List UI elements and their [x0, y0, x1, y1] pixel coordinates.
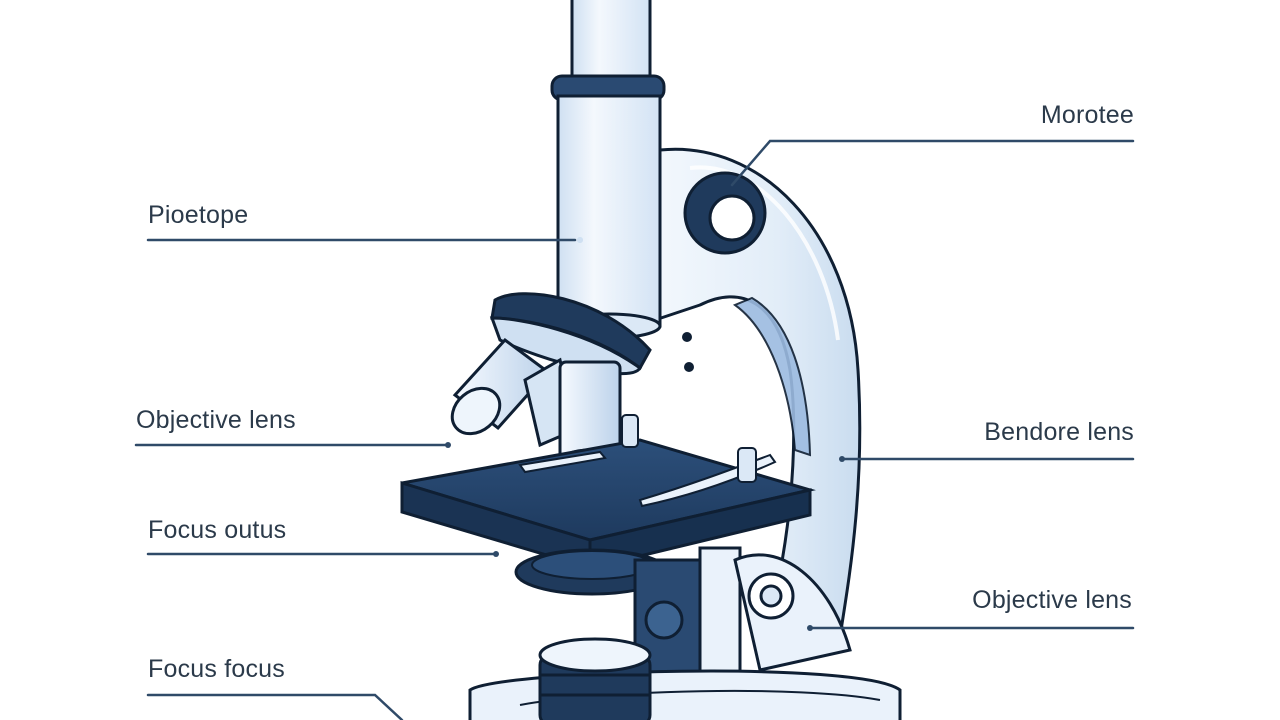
label-focus-focus: Focus focus [148, 655, 285, 683]
label-objective-lens-left: Objective lens [136, 406, 296, 434]
leader-line-morotee [730, 139, 1135, 187]
microscope-arm [653, 147, 862, 652]
coarse-focus-knob [683, 171, 767, 255]
label-focus-outus: Focus outus [148, 516, 287, 544]
illuminator [538, 637, 652, 720]
leader-lines [134, 139, 1135, 720]
leader-dot-objective-lens-right [807, 625, 813, 631]
label-objective-lens-right: Objective lens [972, 586, 1132, 614]
microscope-base [468, 669, 902, 720]
label-bendore-lens: Bendore lens [984, 418, 1134, 446]
leader-dot-focus-outus [493, 551, 499, 557]
microscope-stage [400, 414, 816, 571]
condenser [514, 548, 670, 596]
nosepiece [489, 292, 652, 376]
leader-line-focus-focus [146, 693, 404, 720]
label-pioetope: Pioetope [148, 201, 249, 229]
leader-dot-objective-lens-left [445, 442, 451, 448]
leader-dot-bendore-lens [839, 456, 845, 462]
leader-dot-pioetope [577, 237, 583, 243]
fine-focus-knob [733, 553, 852, 672]
objective-lens-left-barrel [450, 337, 551, 436]
body-tube [550, 0, 666, 340]
label-morotee: Morotee [1040, 101, 1134, 129]
